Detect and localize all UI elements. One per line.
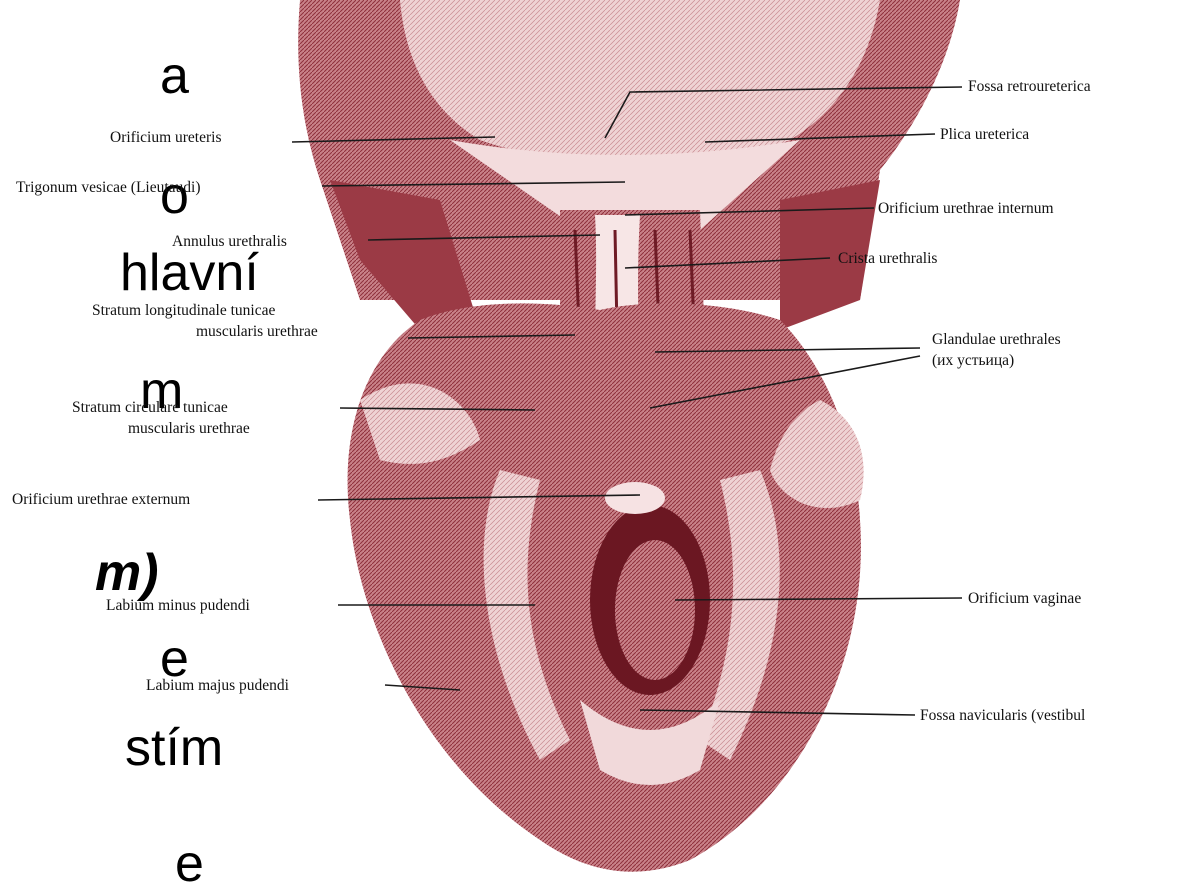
label-labium-minus: Labium minus pudendi xyxy=(106,597,250,614)
label-fossa-navicularis: Fossa navicularis (vestibul xyxy=(920,707,1085,724)
label-glandulae-urethrales-1: Glandulae urethrales xyxy=(932,331,1061,348)
label-stratum-circulare-2: muscularis urethrae xyxy=(128,420,250,437)
label-plica-ureterica: Plica ureterica xyxy=(940,126,1029,143)
label-annulus-urethralis: Annulus urethralis xyxy=(172,233,287,250)
label-trigonum-vesicae: Trigonum vesicae (Lieutaudi) xyxy=(16,179,201,196)
label-fossa-retroureterica: Fossa retroureterica xyxy=(968,78,1091,95)
label-glandulae-urethrales-2: (их устьица) xyxy=(932,352,1014,369)
label-stratum-longitudinale-1: Stratum longitudinale tunicae xyxy=(92,302,275,319)
label-labium-majus: Labium majus pudendi xyxy=(146,677,290,694)
label-crista-urethralis: Crista urethralis xyxy=(838,250,937,267)
label-stratum-circulare-1: Stratum circulare tunicae xyxy=(72,399,228,416)
label-orificium-vaginae: Orificium vaginae xyxy=(968,590,1081,607)
external-urethral-orifice xyxy=(605,482,665,514)
vaginal-orifice-inner xyxy=(615,540,695,680)
label-orificium-urethrae-externum: Orificium urethrae externum xyxy=(12,491,190,508)
label-orificium-ureteris: Orificium ureteris xyxy=(110,129,221,146)
label-orificium-urethrae-internum: Orificium urethrae internum xyxy=(878,200,1054,217)
label-stratum-longitudinale-2: muscularis urethrae xyxy=(196,323,318,340)
